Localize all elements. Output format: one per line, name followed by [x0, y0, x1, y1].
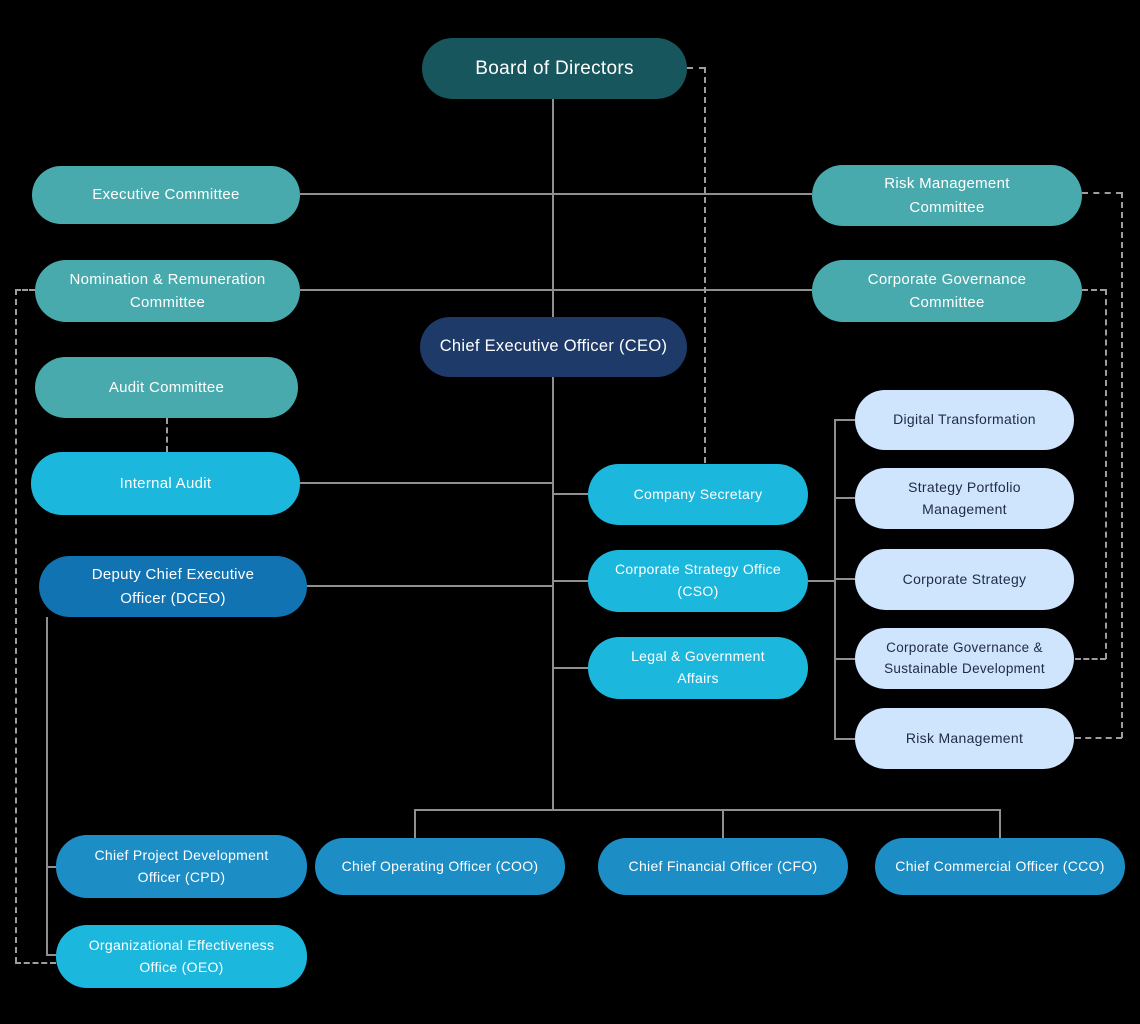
node-corporate-governance-sustainable-development: Corporate Governance & Sustainable Devel…: [855, 628, 1074, 689]
connector-cpd-branch: [46, 866, 58, 868]
node-risk-management: Risk Management: [855, 708, 1074, 769]
dashed-risk-management: [1075, 737, 1122, 739]
node-label: Corporate Governance & Sustainable Devel…: [884, 639, 1045, 676]
dashed-cgc-right: [1082, 289, 1106, 291]
node-corporate-strategy-office: Corporate Strategy Office (CSO): [588, 550, 808, 612]
node-label: Corporate Strategy Office (CSO): [615, 561, 781, 599]
dashed-rmc-right: [1082, 192, 1122, 194]
node-ceo: Chief Executive Officer (CEO): [420, 317, 687, 377]
connector-dceo-down: [46, 617, 48, 956]
node-label: Corporate Strategy: [902, 570, 1027, 587]
node-label: Internal Audit: [119, 474, 212, 492]
connector-group-spm: [834, 497, 855, 499]
node-executive-committee: Executive Committee: [32, 166, 300, 224]
node-label: Chief Financial Officer (CFO): [628, 857, 818, 874]
node-board-of-directors: Board of Directors: [422, 38, 687, 99]
connector-bottom-rail: [414, 809, 1001, 811]
node-coo: Chief Operating Officer (COO): [315, 838, 565, 895]
node-dceo: Deputy Chief Executive Officer (DCEO): [39, 556, 307, 617]
node-label: Chief Executive Officer (CEO): [439, 337, 668, 356]
connector-group-dt: [834, 419, 855, 421]
connector-drop-coo: [414, 809, 416, 838]
connector-oeo-branch: [46, 954, 58, 956]
dashed-nrc-left: [15, 289, 35, 291]
node-nomination-remuneration-committee: Nomination & Remuneration Committee: [35, 260, 300, 322]
node-label: Chief Project Development Officer (CPD): [94, 846, 269, 885]
node-cco: Chief Commercial Officer (CCO): [875, 838, 1125, 895]
connector-board-ceo-spine: [552, 99, 554, 810]
node-label: Executive Committee: [92, 186, 240, 204]
dashed-cgsd: [1075, 658, 1106, 660]
connector-drop-cfo: [722, 809, 724, 838]
node-legal-government-affairs: Legal & Government Affairs: [588, 637, 808, 699]
connector-row-nrc-cgc: [300, 289, 812, 291]
node-label: Legal & Government Affairs: [631, 648, 765, 686]
node-cfo: Chief Financial Officer (CFO): [598, 838, 848, 895]
node-label: Nomination & Remuneration Committee: [69, 270, 266, 311]
dashed-oeo: [15, 962, 56, 964]
node-label: Risk Management Committee: [884, 175, 1010, 216]
connector-cso-to-group: [808, 580, 835, 582]
node-label: Company Secretary: [633, 485, 763, 502]
connector-cso-left: [553, 580, 588, 582]
node-audit-committee: Audit Committee: [35, 357, 298, 418]
dashed-board-right: [687, 67, 705, 69]
connector-row-exec-rmc: [300, 193, 812, 195]
node-label: Chief Operating Officer (COO): [341, 857, 539, 874]
connector-legal: [553, 667, 588, 669]
node-cpd: Chief Project Development Officer (CPD): [56, 835, 307, 898]
node-label: Strategy Portfolio Management: [908, 478, 1021, 517]
dashed-audit-internal-audit: [166, 418, 168, 452]
dashed-left-vertical: [15, 289, 17, 963]
node-corporate-strategy: Corporate Strategy: [855, 549, 1074, 610]
node-label: Corporate Governance Committee: [867, 270, 1027, 311]
node-label: Chief Commercial Officer (CCO): [895, 857, 1105, 874]
node-label: Audit Committee: [108, 378, 225, 396]
dashed-cgc-vertical: [1105, 289, 1107, 659]
node-internal-audit: Internal Audit: [31, 452, 300, 515]
node-company-secretary: Company Secretary: [588, 464, 808, 525]
node-label: Digital Transformation: [893, 411, 1036, 428]
dashed-board-company-secretary: [704, 67, 706, 463]
node-strategy-portfolio-management: Strategy Portfolio Management: [855, 468, 1074, 529]
dashed-rmc-vertical: [1121, 192, 1123, 738]
connector-company-secretary: [553, 493, 588, 495]
node-label: Board of Directors: [475, 57, 634, 79]
connector-dceo: [307, 585, 553, 587]
node-risk-management-committee: Risk Management Committee: [812, 165, 1082, 226]
connector-group-cs: [834, 578, 855, 580]
connector-group-cgsd: [834, 658, 855, 660]
node-label: Organizational Effectiveness Office (OEO…: [88, 936, 275, 975]
connector-internal-audit: [300, 482, 553, 484]
node-oeo: Organizational Effectiveness Office (OEO…: [56, 925, 307, 988]
node-label: Deputy Chief Executive Officer (DCEO): [91, 566, 255, 607]
connector-group-rm: [834, 738, 855, 740]
node-label: Risk Management: [905, 729, 1024, 746]
connector-drop-cco: [999, 809, 1001, 838]
node-digital-transformation: Digital Transformation: [855, 390, 1074, 450]
node-corporate-governance-committee: Corporate Governance Committee: [812, 260, 1082, 322]
